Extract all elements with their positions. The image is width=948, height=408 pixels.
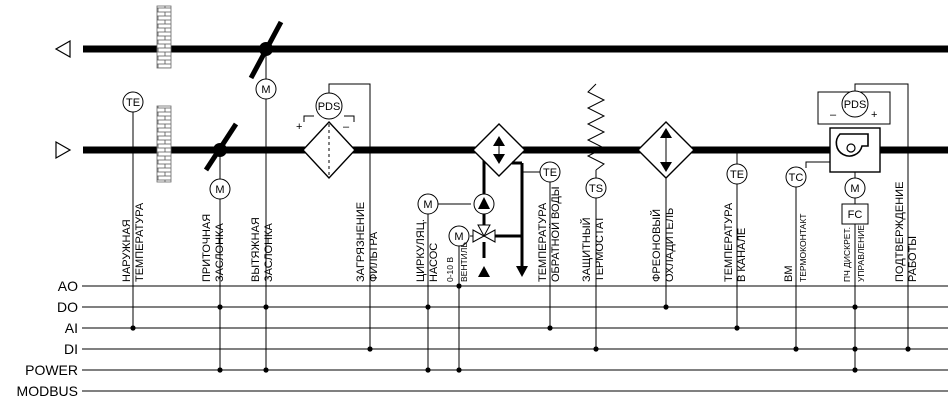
svg-text:PDS: PDS xyxy=(844,99,867,111)
svg-text:M: M xyxy=(423,199,432,211)
svg-text:ПОДТВЕРЖДЕНИЕ: ПОДТВЕРЖДЕНИЕ xyxy=(894,182,906,282)
svg-text:УПРАВЛЕНИЕ: УПРАВЛЕНИЕ xyxy=(856,225,866,282)
svg-text:НАРУЖНАЯ: НАРУЖНАЯ xyxy=(121,219,133,282)
svg-text:ЗАСЛОНКА: ЗАСЛОНКА xyxy=(263,223,275,282)
svg-text:ТЕРМОКОНТАКТ: ТЕРМОКОНТАКТ xyxy=(798,214,808,282)
run-confirm-label: ПОДТВЕРЖДЕНИЕ РАБОТЫ xyxy=(894,182,919,282)
fan-pressure-switch: PDS – + xyxy=(817,83,911,352)
outdoor-temp-label: НАРУЖНАЯ ТЕМПЕРАТУРА xyxy=(121,202,146,282)
svg-text:M: M xyxy=(261,84,270,96)
svg-text:PDS: PDS xyxy=(318,101,341,113)
thermocontact-label: ВМ ТЕРМОКОНТАКТ xyxy=(783,214,808,282)
svg-text:ЗАСЛОНКА: ЗАСЛОНКА xyxy=(214,223,226,282)
exhaust-direction-arrow xyxy=(54,39,71,59)
svg-text:ПРИТОЧНАЯ: ПРИТОЧНАЯ xyxy=(201,214,213,282)
bus-label-power: POWER xyxy=(25,362,78,378)
bus-label-ao: AO xyxy=(58,278,78,294)
svg-text:ЗАЩИТНЫЙ: ЗАЩИТНЫЙ xyxy=(580,217,593,282)
svg-text:ОБРАТНОЙ ВОДЫ: ОБРАТНОЙ ВОДЫ xyxy=(549,186,562,282)
svg-text:ЗАГРЯЗНЕНИЕ: ЗАГРЯЗНЕНИЕ xyxy=(355,202,367,282)
svg-text:РАБОТЫ: РАБОТЫ xyxy=(907,236,919,282)
svg-text:ФРЕОНОВЫЙ: ФРЕОНОВЫЙ xyxy=(650,209,663,282)
frost-thermostat-label: ЗАЩИТНЫЙ ТЕРМОСТАТ xyxy=(580,216,606,282)
frost-thermostat: TS xyxy=(585,83,607,352)
water-heater: TE xyxy=(472,123,561,331)
svg-text:ПЧ ДИСКРЕТ.: ПЧ ДИСКРЕТ. xyxy=(842,227,852,282)
svg-text:ТЕРМОСТАТ: ТЕРМОСТАТ xyxy=(594,216,606,282)
fc-label: ПЧ ДИСКРЕТ. УПРАВЛЕНИЕ xyxy=(842,225,866,282)
svg-text:ТЕМПЕРАТУРА: ТЕМПЕРАТУРА xyxy=(537,202,549,282)
svg-text:M: M xyxy=(850,183,859,195)
supply-damper: M xyxy=(203,122,239,373)
freon-cooler xyxy=(637,121,695,310)
svg-text:TS: TS xyxy=(589,183,603,195)
svg-text:ВЫТЯЖНАЯ: ВЫТЯЖНАЯ xyxy=(250,217,262,282)
svg-text:ОХЛАДИТЕЛЬ: ОХЛАДИТЕЛЬ xyxy=(664,208,676,282)
svg-text:TE: TE xyxy=(543,167,557,179)
three-way-valve: M xyxy=(448,160,522,373)
svg-text:–: – xyxy=(343,121,350,133)
valve-label: 0-10 В ВЕНТИЛЬ xyxy=(445,242,469,282)
filter-label: ЗАГРЯЗНЕНИЕ ФИЛЬТРА xyxy=(355,202,380,282)
return-water-temp-label: ТЕМПЕРАТУРА ОБРАТНОЙ ВОДЫ xyxy=(537,186,562,282)
svg-text:ТЕМПЕРАТУРА: ТЕМПЕРАТУРА xyxy=(134,202,146,282)
supply-fan xyxy=(829,127,881,173)
circ-pump-label: ЦИРКУЛЯЦ. НАСОС xyxy=(415,219,440,282)
filter-pressure-switch: PDS + – xyxy=(296,83,373,352)
bus-lines xyxy=(82,285,948,392)
svg-text:ФИЛЬТРА: ФИЛЬТРА xyxy=(368,231,380,282)
bus-labels: AO DO AI DI POWER MODBUS xyxy=(17,278,79,399)
svg-text:ВЕНТИЛЬ: ВЕНТИЛЬ xyxy=(459,242,469,282)
circulation-pump: M xyxy=(417,193,495,373)
freon-cooler-label: ФРЕОНОВЫЙ ОХЛАДИТЕЛЬ xyxy=(650,208,676,282)
svg-text:ТЕМПЕРАТУРА: ТЕМПЕРАТУРА xyxy=(723,202,735,282)
outdoor-temp-sensor: TE xyxy=(122,91,144,331)
supply-direction-arrow xyxy=(55,140,72,160)
svg-text:M: M xyxy=(215,184,224,196)
bus-label-di: DI xyxy=(64,341,78,357)
duct-temp-sensor: TE xyxy=(726,150,748,331)
svg-text:ЦИРКУЛЯЦ.: ЦИРКУЛЯЦ. xyxy=(415,219,427,282)
svg-text:TE: TE xyxy=(126,97,140,109)
wall-upper xyxy=(156,5,172,69)
svg-text:НАСОС: НАСОС xyxy=(428,243,440,282)
svg-text:M: M xyxy=(454,231,463,243)
svg-text:–: – xyxy=(830,109,837,121)
duct-temp-label: ТЕМПЕРАТУРА В КАНАЛЕ xyxy=(723,202,748,282)
svg-text:+: + xyxy=(296,121,302,133)
frequency-converter: M FC xyxy=(841,172,869,373)
supply-damper-label: ПРИТОЧНАЯ ЗАСЛОНКА xyxy=(201,214,226,282)
svg-text:+: + xyxy=(871,109,877,121)
svg-text:TE: TE xyxy=(730,169,744,181)
supply-filter xyxy=(302,120,356,180)
svg-text:В КАНАЛЕ: В КАНАЛЕ xyxy=(736,228,748,282)
svg-text:0-10 В: 0-10 В xyxy=(445,257,455,282)
exhaust-damper: M xyxy=(248,20,284,373)
wall-lower xyxy=(156,105,172,183)
bus-label-ai: AI xyxy=(65,320,78,336)
svg-text:ВМ: ВМ xyxy=(783,266,795,283)
svg-text:FC: FC xyxy=(848,209,863,221)
exhaust-damper-label: ВЫТЯЖНАЯ ЗАСЛОНКА xyxy=(250,217,275,282)
svg-text:TC: TC xyxy=(789,172,804,184)
bus-label-do: DO xyxy=(57,299,78,315)
fan-thermocontact: TC xyxy=(785,161,830,352)
bus-label-modbus: MODBUS xyxy=(17,383,78,399)
